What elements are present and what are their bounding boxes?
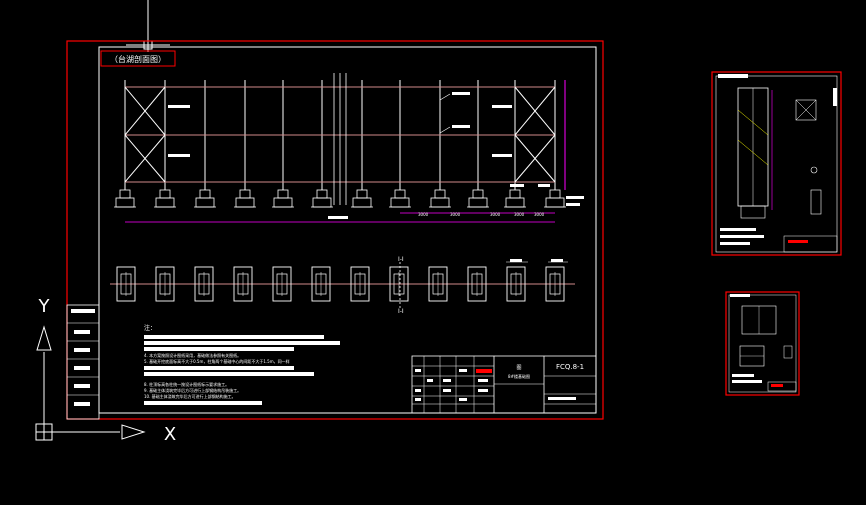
footing-3 [194, 266, 214, 302]
main-sheet[interactable]: （台湖剖面图） [66, 40, 604, 420]
footing-12 [545, 266, 565, 302]
footing-2 [155, 266, 175, 302]
frame-elevation: 3000 3000 3000 3000 3000 [114, 73, 584, 223]
drawing-name: 8#楼基础图 [508, 373, 530, 379]
footing-11 [506, 266, 526, 302]
footing-7 [350, 266, 370, 302]
note-9: 9. 基础主体浇筑完毕后方可进行上部钢结构吊装施工。 [144, 387, 241, 393]
section-mark-top: I-I [398, 256, 404, 263]
general-notes: 注： 4. 本方案按照设计图纸采用，基础做法参照有关图纸。 5. 基础开挖底面标… [144, 324, 340, 405]
note-10: 10. 基础主体浇筑完毕后方可进行上部钢结构施工。 [144, 393, 236, 399]
footing-9 [428, 266, 448, 302]
column-7 [351, 80, 373, 208]
section-mark-bottom: I-I [398, 308, 404, 315]
view-title-box [100, 50, 176, 67]
drawing-stamp: 图 [516, 365, 521, 371]
dim-5: 3000 [534, 212, 545, 217]
footing-5 [272, 266, 292, 302]
title-block: 图 8#楼基础图 FCQ.8-1 [411, 355, 597, 414]
footing-plan: I-I I-I [110, 256, 575, 315]
revision-column [66, 304, 100, 420]
column-6 [311, 80, 333, 208]
footing-6 [311, 266, 331, 302]
column-5 [272, 80, 294, 208]
footing-1 [116, 266, 136, 302]
note-8: 8. 柱顶标高各柱统一按设计图纸标示要求施工。 [144, 381, 229, 387]
dim-4: 3000 [514, 212, 525, 217]
ucs-x-label: X [164, 424, 176, 445]
ucs-y-label: Y [38, 296, 51, 317]
crosshair-cursor [126, 0, 170, 52]
column-9 [429, 80, 451, 208]
dim-1: 3000 [418, 212, 429, 217]
ucs-icon [35, 325, 146, 441]
view-title: （台湖剖面图） [110, 54, 166, 64]
detail-sheet-2[interactable] [725, 291, 800, 396]
footing-4 [233, 266, 253, 302]
footing-8 [389, 266, 409, 302]
detail-sheet-1[interactable] [711, 71, 842, 256]
column-10 [467, 80, 489, 208]
column-4 [234, 80, 256, 208]
column-3 [194, 80, 216, 208]
footing-10 [467, 266, 487, 302]
drawing-code: FCQ.8-1 [556, 363, 584, 371]
column-8 [389, 80, 411, 208]
note-5: 5. 基础开挖底面标高不大于0.5m，柱角两个基础中心的间距不大于1.5m，同一… [144, 358, 290, 364]
note-4: 4. 本方案按照设计图纸采用，基础做法参照有关图纸。 [144, 352, 241, 358]
dim-2: 3000 [450, 212, 461, 217]
dim-3: 3000 [490, 212, 501, 217]
notes-header: 注： [144, 324, 156, 332]
sheet-outer-border [66, 40, 604, 420]
